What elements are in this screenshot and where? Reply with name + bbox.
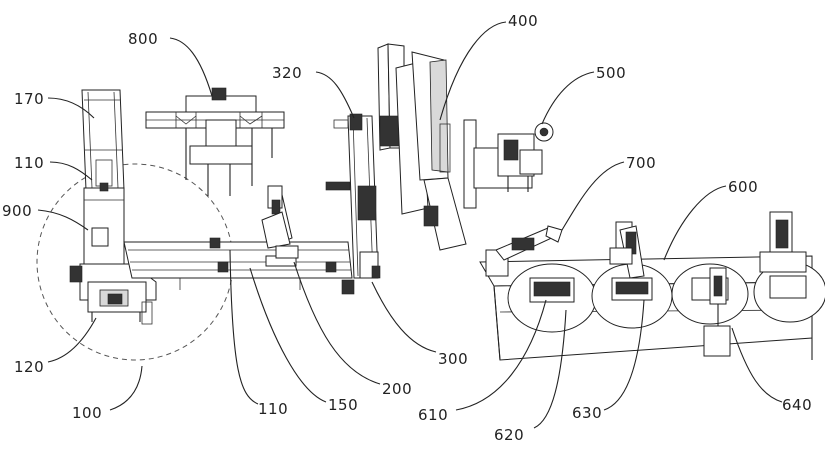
label-120: 120 bbox=[14, 358, 44, 376]
label-170: 170 bbox=[14, 90, 44, 108]
rotary-table-610 bbox=[507, 263, 597, 333]
station-400 bbox=[377, 43, 477, 251]
station-100 bbox=[36, 89, 234, 361]
label-100: 100 bbox=[72, 404, 102, 422]
label-600: 600 bbox=[728, 178, 758, 196]
label-500: 500 bbox=[596, 64, 626, 82]
robot-arm-station-640 bbox=[759, 211, 807, 273]
label-150: 150 bbox=[328, 396, 358, 414]
label-610: 610 bbox=[418, 406, 448, 424]
rotary-table-640 bbox=[753, 261, 825, 323]
label-800: 800 bbox=[128, 30, 158, 48]
robot-arm-station-630 bbox=[703, 267, 731, 357]
label-640: 640 bbox=[782, 396, 812, 414]
label-110-top: 110 bbox=[14, 154, 44, 172]
station-300 bbox=[325, 113, 381, 279]
rotary-table-620 bbox=[591, 263, 673, 329]
conveyor-170 bbox=[81, 89, 125, 191]
conveyor-body-110 bbox=[83, 182, 125, 265]
label-400: 400 bbox=[508, 12, 538, 30]
label-700: 700 bbox=[626, 154, 656, 172]
robot-arm-700 bbox=[485, 225, 563, 277]
robot-arm-station-620 bbox=[609, 221, 645, 279]
label-620: 620 bbox=[494, 426, 524, 444]
station-600 bbox=[479, 211, 825, 361]
label-200: 200 bbox=[382, 380, 412, 398]
station-800 bbox=[145, 87, 285, 196]
label-320: 320 bbox=[272, 64, 302, 82]
robot-arm-200 bbox=[261, 185, 299, 259]
label-110-bottom: 110 bbox=[258, 400, 288, 418]
leader-lines bbox=[37, 21, 783, 429]
label-900: 900 bbox=[2, 202, 32, 220]
reference-labels: 170 800 320 400 500 110 900 700 600 120 … bbox=[2, 12, 812, 444]
station-500 bbox=[473, 122, 554, 192]
horizontal-conveyor-150 bbox=[123, 237, 355, 295]
label-630: 630 bbox=[572, 404, 602, 422]
label-300: 300 bbox=[438, 350, 468, 368]
